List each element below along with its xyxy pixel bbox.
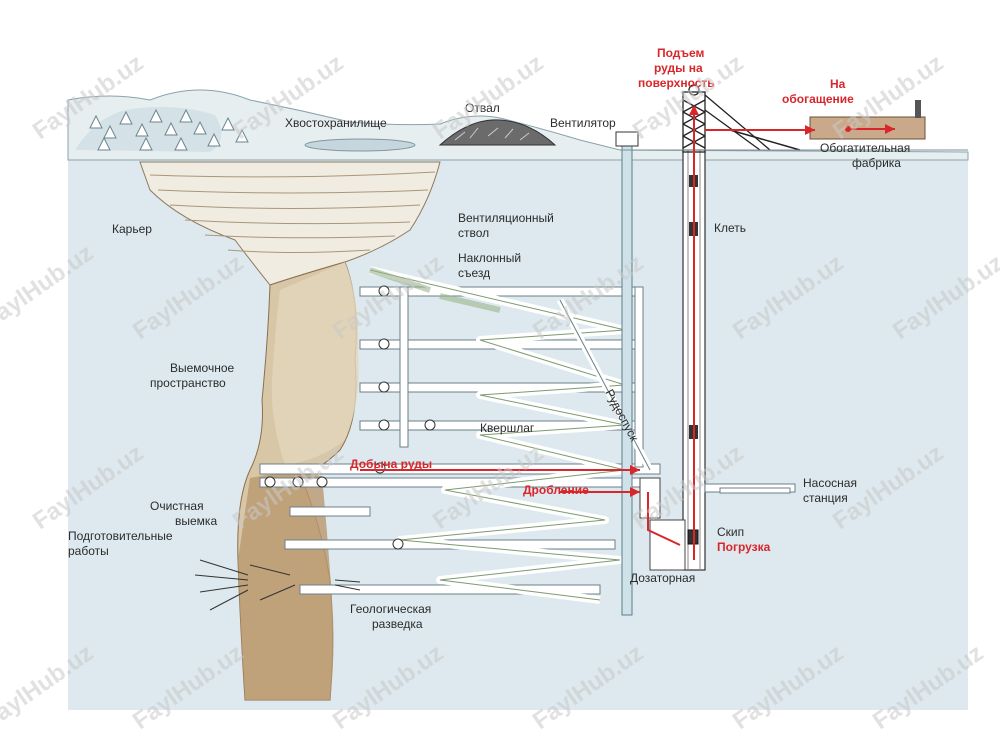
dump-texture	[454, 127, 530, 141]
label-fan: Вентилятор	[550, 116, 616, 130]
label-cage: Клеть	[714, 221, 746, 235]
label-dev-2: работы	[68, 544, 109, 558]
pump-sump	[719, 487, 791, 494]
ore-cars	[264, 285, 436, 550]
label-ramp-2: съезд	[458, 266, 490, 280]
label-pump-2: станция	[803, 491, 848, 505]
label-pit: Карьер	[112, 222, 152, 236]
label-crosscut: Квершлаг	[480, 421, 535, 435]
label-ore-lift-2: руды на	[654, 61, 703, 75]
label-stope-2: выемка	[175, 514, 217, 528]
ore-body-lower	[238, 473, 334, 700]
label-vent-shaft-2: ствол	[458, 226, 489, 240]
dosing-chamber	[649, 519, 686, 571]
label-stope-space-1: Выемочное	[170, 361, 235, 375]
label-geo-1: Геологическая	[350, 602, 431, 616]
label-dev-1: Подготовительные	[68, 529, 173, 543]
label-ore-lift-3: поверхность	[638, 76, 715, 90]
label-skip: Скип	[717, 525, 744, 539]
dump-heap	[438, 119, 557, 146]
ramp-hatching	[369, 267, 501, 313]
label-ramp-1: Наклонный	[458, 251, 521, 265]
label-stope-1: Очистная	[150, 499, 204, 513]
tailings-pond	[304, 138, 416, 152]
fan-housing	[615, 131, 639, 147]
label-dosing: Дозаторная	[630, 571, 695, 585]
label-dump: Отвал	[465, 101, 500, 115]
label-loading: Погрузка	[717, 540, 771, 554]
label-to-plant-1: На	[830, 77, 846, 91]
label-plant-1: Обогатительная	[820, 141, 910, 155]
conveyor	[729, 129, 801, 151]
label-ore-mining: Добыча руды	[350, 457, 432, 471]
pit-terraces	[149, 171, 436, 253]
trees	[89, 108, 249, 151]
label-tailings: Хвостохранилище	[285, 116, 387, 130]
label-geo-2: разведка	[372, 617, 423, 631]
ventilation-shaft	[621, 144, 633, 616]
plant-chimney	[915, 100, 921, 118]
ore-pass-outline	[559, 299, 651, 471]
label-stope-space-2: пространство	[150, 376, 226, 390]
label-crushing: Дробление	[523, 483, 589, 497]
exploration-rays	[194, 559, 361, 611]
label-ore-lift-1: Подъем	[657, 46, 705, 60]
label-vent-shaft-1: Вентиляционный	[458, 211, 554, 225]
crusher-chamber	[639, 477, 661, 519]
raises	[399, 286, 644, 468]
label-pump-1: Насосная	[803, 476, 857, 490]
label-plant-2: фабрика	[852, 156, 901, 170]
flow-arrowheads	[630, 105, 895, 497]
label-to-plant-2: обогащение	[782, 92, 854, 106]
decline-ramp-outline	[369, 269, 626, 601]
stope-backfill	[271, 262, 359, 465]
